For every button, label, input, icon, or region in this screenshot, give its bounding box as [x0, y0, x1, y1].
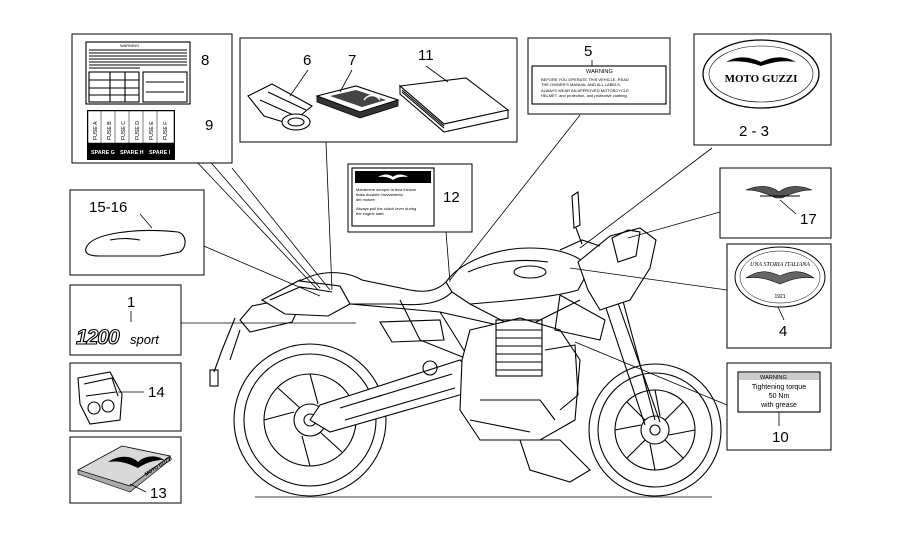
eagle-decal-17	[745, 186, 813, 199]
box-13: MOTO GUZZI 13	[69, 436, 182, 504]
leader-lines	[161, 114, 728, 406]
clutch-en-1: Always pull the clutch lever during	[356, 206, 416, 211]
callout-11: 11	[418, 47, 434, 64]
warning-label-5	[531, 65, 667, 105]
seat	[298, 272, 453, 306]
callout-12: 12	[443, 189, 460, 206]
front-fairing	[577, 227, 657, 311]
callout-7: 7	[348, 52, 356, 69]
clutch-it-1: Mantenere sempre la leva frizione	[356, 187, 417, 192]
warning-5-line1: BEFORE YOU OPERATE THIS VEHICLE, READ	[541, 77, 629, 82]
storia-year: 1921	[774, 294, 785, 300]
clutch-en-2: the engine start	[356, 211, 384, 216]
warning-5-line3: ALWAYS WEAR AN APPROVED MOTORCYCLE	[541, 88, 629, 93]
moto-guzzi-oval-decal	[702, 39, 820, 109]
owners-manual-7	[315, 85, 400, 119]
decal-sport-script: sport	[130, 332, 160, 347]
box-10: WARNING Tightening torque 50 Nm with gre…	[726, 362, 832, 451]
eagle-icon-12	[378, 174, 408, 180]
box-6-7-11: 6 7 11	[239, 37, 518, 143]
callout-5: 5	[584, 43, 592, 60]
fuse-label-4: FUSE E	[149, 121, 155, 140]
clutch-it-3: del motore	[356, 197, 376, 202]
warning-8-title: WARNING	[120, 43, 139, 48]
callout-4: 4	[779, 323, 787, 340]
box-5: 5 WARNING BEFORE YOU OPERATE THIS VEHICL…	[527, 37, 671, 115]
tool-pouch-6	[247, 83, 313, 131]
callout-8: 8	[201, 52, 209, 69]
box-14: 14	[69, 362, 182, 432]
exhaust	[519, 439, 591, 483]
fuse-label-2: FUSE C	[121, 121, 127, 140]
box-1: 1 1200 sport	[69, 284, 182, 356]
fuse-label-9: FUSE A FUSE B FUSE C FUSE D FUSE E FUSE F SPA…	[87, 110, 175, 160]
warning-5-line2: THE OWNER'S MANUAL AND ALL LABELS.	[541, 82, 621, 87]
callout-17: 17	[800, 211, 817, 228]
warning-label-8	[85, 41, 191, 105]
engine	[422, 317, 581, 441]
box-12: Mantenere sempre la leva frizione tirata…	[347, 163, 473, 233]
warning-10-title: WARNING	[760, 375, 787, 381]
callout-9: 9	[205, 117, 213, 134]
eagle-icon-4	[745, 271, 815, 285]
callout-6: 6	[303, 52, 311, 69]
decal-1200-number: 1200	[76, 326, 120, 349]
warning-10-line2: 50 Nm	[769, 393, 790, 400]
fuse-spare-i: SPARE I	[149, 150, 171, 156]
warning-10-line3: with grease	[760, 402, 797, 409]
fuse-label-0: FUSE A	[93, 121, 99, 140]
fuse-spare-h: SPARE H	[120, 150, 144, 156]
clutch-label-12	[351, 167, 435, 227]
box-15-16: 15-16	[69, 189, 205, 276]
storia-arc-text: UNA STORIA ITALIANA	[750, 262, 810, 268]
fuse-label-1: FUSE B	[107, 121, 113, 140]
box-2-3: MOTO GUZZI 2 - 3	[693, 33, 832, 146]
swingarm	[309, 359, 473, 433]
callout-14: 14	[148, 384, 165, 401]
fuse-label-5: FUSE F	[163, 122, 169, 140]
callout-2-3: 2 - 3	[739, 123, 769, 140]
box-17: 17	[719, 167, 832, 239]
warning-10-line1: Tightening torque	[752, 384, 806, 391]
eagle-icon	[726, 57, 796, 66]
moto-guzzi-text: MOTO GUZZI	[725, 73, 798, 85]
fuse-label-3: FUSE D	[135, 121, 141, 140]
warning-5-line4: HELMET, and protection, and protective c…	[541, 93, 628, 98]
motorcycle-drawing	[209, 191, 722, 498]
callout-1: 1	[127, 294, 135, 311]
box-4: UNA STORIA ITALIANA 1921 4	[726, 243, 832, 349]
box-8-9: WARNING 8 FUSE A FUSE B FUSE C FUSE D FUSE E…	[71, 33, 233, 164]
callout-13: 13	[150, 485, 167, 502]
eagle-icon-13	[108, 456, 164, 468]
fuse-spare-g: SPARE G	[91, 150, 115, 156]
book-11	[398, 77, 510, 133]
knee-pad-decal	[85, 230, 186, 257]
warning-5-title: WARNING	[586, 69, 613, 75]
callout-15-16: 15-16	[89, 199, 127, 216]
front-wheel	[588, 363, 722, 497]
callout-10: 10	[772, 429, 789, 446]
clutch-it-2: tirata durante l'avviamento	[356, 192, 404, 197]
